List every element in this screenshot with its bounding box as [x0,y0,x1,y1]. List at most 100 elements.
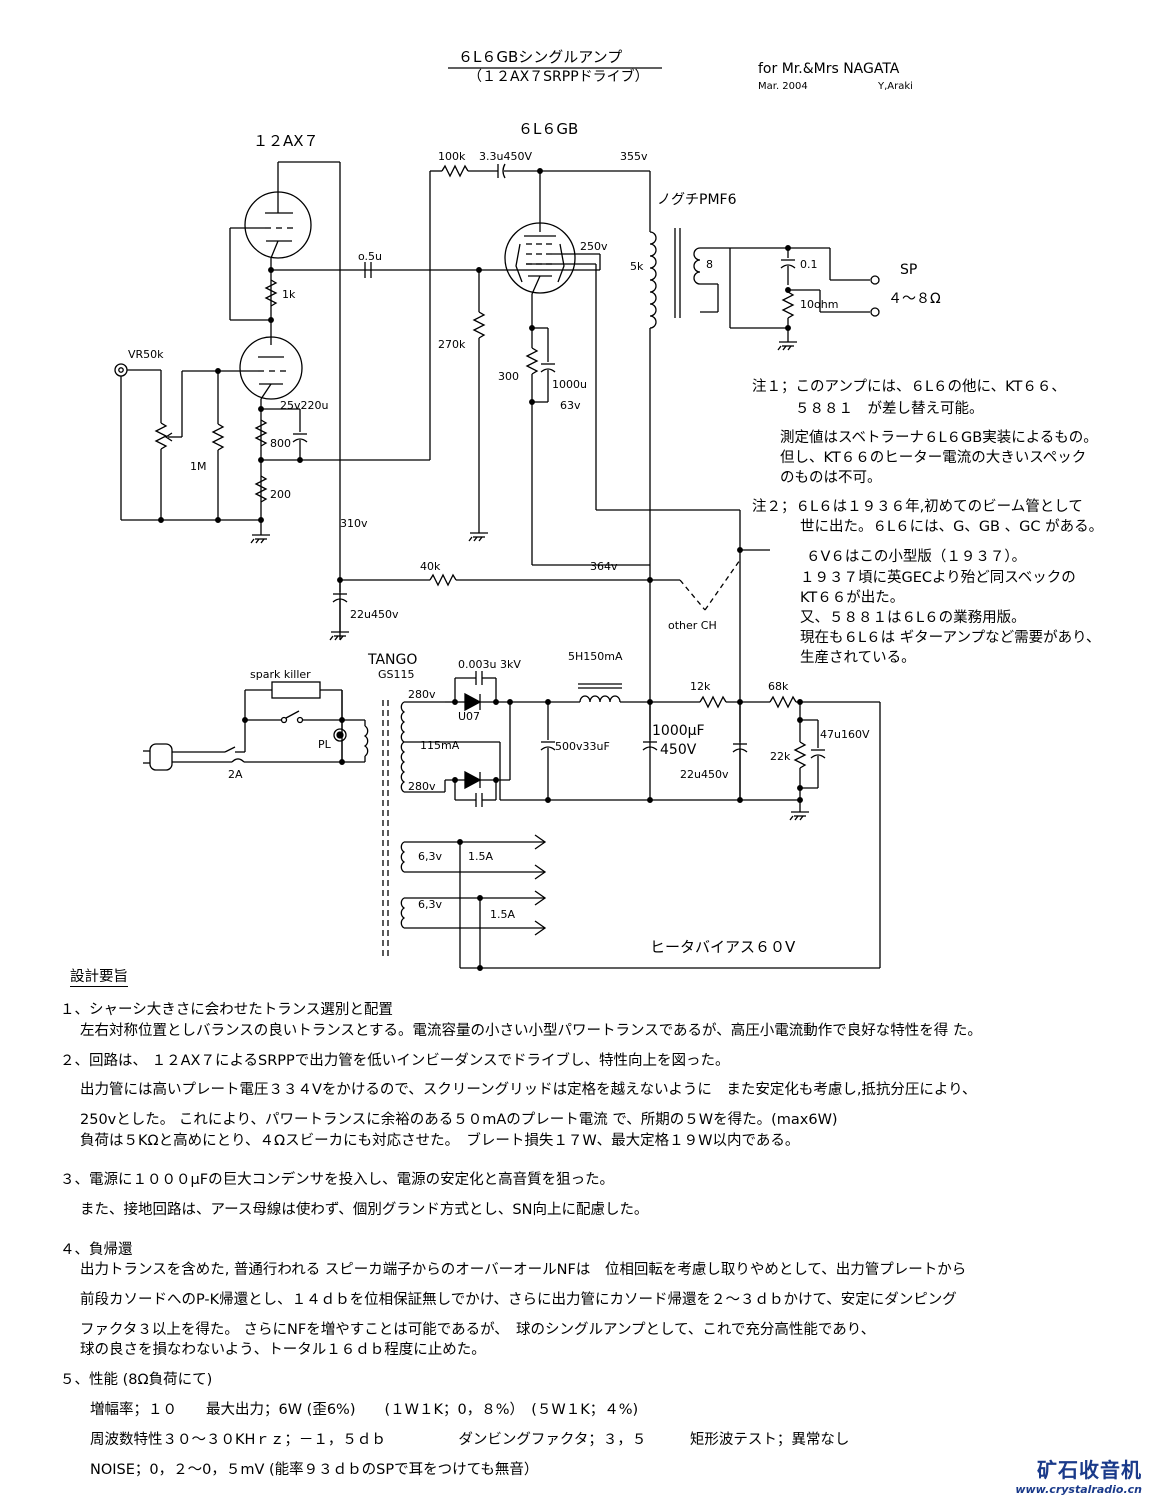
author: Y,Araki [878,81,913,92]
label-r270k: 270k [438,338,466,351]
tube-12ax7-lower [239,336,303,400]
design-4-line3: ファクタ３以上を得た。 さらにNFを増やすことは可能であるが、 球のシングルアン… [80,1322,876,1338]
site-logo-name: 矿石收音机 [1037,1458,1142,1482]
dedication: for Mr.&Mrs NAGATA [758,61,900,77]
note1-line1: 注１；このアンプには、６L６の他に、KT６６、 [752,379,1066,395]
ac-plug [149,743,173,771]
note1-line2: ５８８１ が差し替え可能。 [795,401,984,417]
label-c22u450: 22u450v [350,608,399,621]
feedback-resistor-100k [441,164,469,178]
label-r1m: 1M [190,460,207,473]
note2-line2: 世に出た。６L６には、G、GB 、GC がある。 [800,519,1104,535]
label-r300: 300 [498,370,519,383]
label-z5k: 5k [630,260,644,273]
design-4-title: ４、負帰還 [60,1242,133,1258]
label-v280b: 280v [408,780,436,793]
note1-line5: のものは不可。 [780,470,882,486]
label-v364: 364v [590,560,618,573]
date: Mar. 2004 [758,81,808,92]
label-c05u: o.5u [358,250,382,263]
label-12ax7: １２AX７ [253,132,319,150]
site-logo-url: www.crystalradio.cn [1015,1483,1142,1496]
label-r800: 800 [270,437,291,450]
rectifier-diode-lower [464,770,482,790]
site-logo: 矿石收音机 www.crystalradio.cn [1015,1454,1142,1496]
label-v355: 355v [620,150,648,163]
power-switch [280,716,288,724]
spark-killer [271,681,321,699]
page-subtitle: （１２AX７SRPPドライブ） [468,69,649,85]
speaker-terminal-minus [870,307,880,317]
label-z8: 8 [706,258,713,271]
label-sp-imp: ４～８Ω [888,291,941,307]
label-r100k: 100k [438,150,466,163]
speaker-terminal-plus [870,275,880,285]
input-jack [114,363,128,377]
label-c22u450b: 22u450v [680,768,729,781]
label-c01: 0.1 [800,258,818,271]
design-5-line2: 周波数特性３０～３０KHｒｚ；－１，５ｄｂ ダンビングファクタ；３，５ 矩形波テ… [90,1432,850,1448]
label-fuse: 2A [228,768,243,781]
label-h63a: 6,3v [418,850,442,863]
label-c1000u: 1000u [552,378,587,391]
note2-line8: 生産されている。 [800,650,916,666]
design-3-body: また、接地回路は、アース母線は使わず、個別グランド方式とし、SN向上に配慮した。 [80,1202,649,1218]
design-4-line2: 前段カソードへのP-K帰還とし、１４ｄｂを位相保証無しでかけ、さらに出力管にカソ… [80,1292,957,1308]
label-r22k: 22k [770,750,791,763]
heater-winding-2 [400,897,406,929]
fuse-2a [231,758,245,763]
label-u07: U07 [458,710,480,723]
design-2-line1: 出力管には高いプレート電圧３３４Vをかけるので、スクリーングリッドは定格を越えな… [80,1082,977,1098]
design-4-line1: 出力トランスを含めた, 普通行われる スピーカ端子からのオーバーオールNFは 位… [80,1262,967,1278]
label-sp: SP [900,262,917,278]
label-r200: 200 [270,488,291,501]
label-vr50k: VR50k [128,348,164,361]
label-c1000v: 450V [660,742,697,758]
label-r12k: 12k [690,680,711,693]
design-1-body: 左右対称位置としバランスの良いトランスとする。電流容量の小さい小型パワートランス… [80,1023,982,1039]
heater-winding-1 [400,841,406,873]
label-tango: TANGO [367,652,417,668]
pilot-lamp [333,728,347,742]
label-h15b: 1.5A [490,908,515,921]
design-4-line4: 球の良さを損なわないよう、トータル１６ｄｂ程度に止めた。 [80,1342,486,1358]
output-transformer-secondary [693,247,701,285]
note2-line5: KT６６が出た。 [800,590,905,606]
label-c0003: 0.003u 3kV [458,658,521,671]
label-h15a: 1.5A [468,850,493,863]
output-transformer-primary [649,231,657,329]
label-choke: 5H150mA [568,650,623,663]
label-v280a: 280v [408,688,436,701]
design-heading: 設計要旨 [70,969,128,987]
design-3-title: ３、電源に１０００μFの巨大コンデンサを投入し、電源の安定化と高音質を狙った。 [60,1172,615,1188]
note2-line7: 現在も６L６は ギターアンプなど需要があり、 [800,630,1101,646]
label-c47u: 47u160V [820,728,870,741]
label-opt: ノグチPMF6 [657,192,737,208]
design-1-title: １、シャーシ大きさに会わせたトランス選別と配置 [60,1002,393,1018]
label-6l6gb: ６L６GB [518,120,578,138]
volume-pot-vr50k [154,422,168,450]
power-transformer-ht-winding [400,701,406,793]
label-gs115: GS115 [378,668,415,681]
design-2-title: ２、回路は、 １２AX７によるSRPPで出力管を低いインビーダンスでドライブし、… [60,1053,730,1069]
tube-6l6gb [504,222,576,294]
label-r10ohm: 10ohm [800,298,838,311]
rectifier-diode-upper [464,692,482,712]
label-spark: spark killer [250,668,311,681]
note2-line3: ６V６はこの小型版（１９３７）。 [806,549,1027,565]
design-5-line1: 増幅率；１０ 最大出力；6W (歪6%) (１W１K；0，８%） (５W１K；４… [90,1402,639,1418]
label-r68k: 68k [768,680,789,693]
label-c500: 500v33uF [555,740,610,753]
label-r1k: 1k [282,288,296,301]
power-transformer-primary [363,725,369,757]
label-v310: 310v [340,517,368,530]
label-c25v: 25v220u [280,399,328,412]
page-title: ６L６GBシングルアンプ [458,48,623,66]
label-pl: PL [318,738,332,751]
label-v250: 250v [580,240,608,253]
note2-line4: １９３７頃に英GECより殆ど同スベックの [800,570,1076,586]
note1-line3: 測定値はスベトラーナ６L６GB実装によるもの。 [780,430,1098,446]
label-heater-bias: ヒータバイアス６０V [650,938,796,956]
design-5-line3: NOISE；0，２～0，５mV (能率９３ｄｂのSPで耳をつけても無音） [90,1462,539,1478]
note1-line4: 但し、KT６６のヒーター電流の大きいスペック [780,450,1087,466]
